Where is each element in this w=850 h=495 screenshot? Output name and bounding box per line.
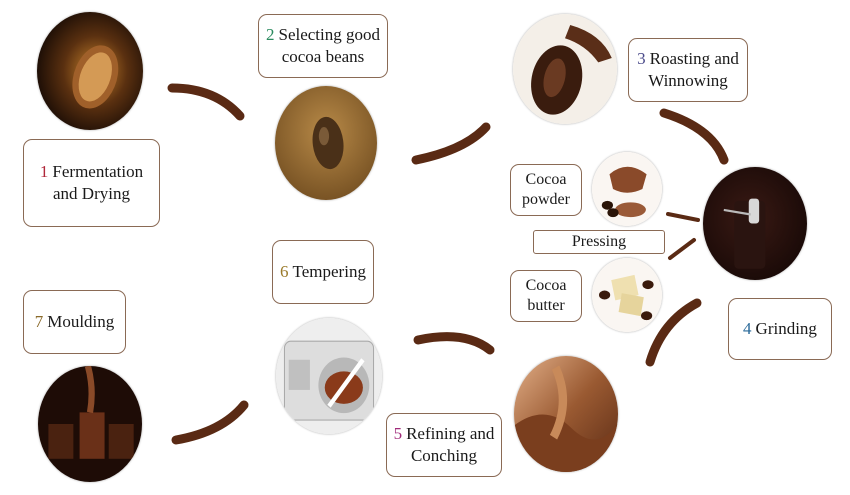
moulding-photo xyxy=(38,366,142,482)
step-3-label: Roasting and Winnowing xyxy=(648,49,739,90)
grinder-photo xyxy=(703,167,807,280)
cocoa-powder-photo xyxy=(592,152,662,226)
step-5-label: Refining and Conching xyxy=(406,424,495,465)
step-4-label: Grinding xyxy=(755,319,817,338)
roasted-beans-photo xyxy=(513,14,617,124)
arrow-2-to-3 xyxy=(411,122,491,165)
pressing-label: Pressing xyxy=(571,233,627,250)
arrow-6-to-7 xyxy=(171,400,249,445)
step-3-number: 3 xyxy=(637,49,646,68)
cocoa-butter-photo xyxy=(592,258,662,332)
step-6-label: Tempering xyxy=(292,262,366,281)
arrow-5-to-6 xyxy=(413,332,495,355)
step-4-number: 4 xyxy=(743,319,752,338)
conching-photo xyxy=(514,356,618,472)
cocoa-pod-photo xyxy=(37,12,143,130)
step-5-number: 5 xyxy=(393,424,403,443)
arrow-grinder-to-powder xyxy=(666,212,700,222)
step-1-label: Fermentation and Drying xyxy=(52,162,144,203)
pressing-box: Pressing xyxy=(533,230,665,254)
arrow-1-to-2 xyxy=(167,83,245,121)
arrow-3-to-4 xyxy=(659,108,729,165)
step-7-number: 7 xyxy=(34,312,44,331)
tempering-machine-photo xyxy=(276,318,382,434)
arrow-grinder-to-butter xyxy=(668,238,696,260)
step-2-number: 2 xyxy=(265,25,275,44)
step-1-number: 1 xyxy=(39,162,49,181)
cocoa-bean-photo xyxy=(275,86,377,200)
cocoa-butter-box: Cocoa butter xyxy=(510,270,582,322)
cocoa-powder-label: Cocoa powder xyxy=(522,171,570,208)
step-7-label: Moulding xyxy=(47,312,115,331)
step-6-number: 6 xyxy=(280,262,289,281)
step-2-label: Selecting good cocoa beans xyxy=(278,25,380,66)
cocoa-butter-label: Cocoa butter xyxy=(525,277,567,314)
cocoa-powder-box: Cocoa powder xyxy=(510,164,582,216)
